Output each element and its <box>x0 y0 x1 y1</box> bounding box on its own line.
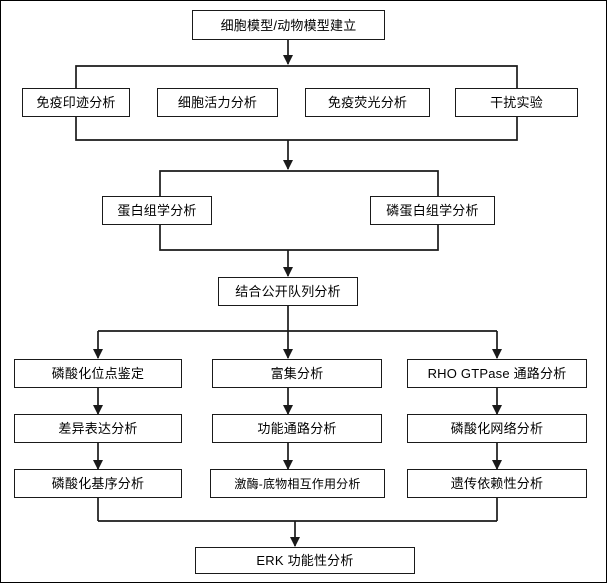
node-label: 磷酸化网络分析 <box>450 421 544 436</box>
node-label: 免疫荧光分析 <box>327 95 408 110</box>
node-proteomics[interactable]: 蛋白组学分析 <box>102 196 212 225</box>
node-genetic-dependency-analysis[interactable]: 遗传依赖性分析 <box>407 469 587 498</box>
node-label: RHO GTPase 通路分析 <box>427 366 567 381</box>
node-label: 磷酸化基序分析 <box>51 476 145 491</box>
node-label: 差异表达分析 <box>58 421 138 436</box>
node-label: 干扰实验 <box>490 95 543 110</box>
node-phospho-network-analysis[interactable]: 磷酸化网络分析 <box>407 414 587 443</box>
node-label: 免疫印迹分析 <box>36 95 116 110</box>
node-functional-pathway-analysis[interactable]: 功能通路分析 <box>212 414 382 443</box>
node-label: 细胞模型/动物模型建立 <box>220 17 357 33</box>
node-label: 遗传依赖性分析 <box>450 476 544 491</box>
node-model-establishment[interactable]: 细胞模型/动物模型建立 <box>192 10 385 40</box>
node-label: 激酶-底物相互作用分析 <box>234 476 361 491</box>
node-phospho-motif-analysis[interactable]: 磷酸化基序分析 <box>14 469 182 498</box>
node-rho-gtpase-pathway[interactable]: RHO GTPase 通路分析 <box>407 359 587 388</box>
node-label: 磷酸化位点鉴定 <box>51 366 145 381</box>
node-knockdown-experiment[interactable]: 干扰实验 <box>455 88 578 117</box>
node-label: 磷蛋白组学分析 <box>386 203 479 218</box>
node-enrichment-analysis[interactable]: 富集分析 <box>212 359 382 388</box>
bracket-assays <box>75 65 518 141</box>
node-label: 结合公开队列分析 <box>235 284 341 299</box>
node-cell-viability[interactable]: 细胞活力分析 <box>157 88 278 117</box>
node-label: 功能通路分析 <box>257 421 337 436</box>
node-kinase-substrate-interaction[interactable]: 激酶-底物相互作用分析 <box>210 469 385 498</box>
node-label: 富集分析 <box>270 366 324 381</box>
node-differential-expression[interactable]: 差异表达分析 <box>14 414 182 443</box>
node-public-cohort-analysis[interactable]: 结合公开队列分析 <box>218 277 358 306</box>
node-erk-functional-analysis[interactable]: ERK 功能性分析 <box>195 547 415 574</box>
node-phosphoproteomics[interactable]: 磷蛋白组学分析 <box>370 196 495 225</box>
node-western-blot[interactable]: 免疫印迹分析 <box>22 88 130 117</box>
node-label: 蛋白组学分析 <box>117 203 197 218</box>
node-label: ERK 功能性分析 <box>256 553 354 568</box>
node-label: 细胞活力分析 <box>177 95 258 110</box>
node-phosphosite-identification[interactable]: 磷酸化位点鉴定 <box>14 359 182 388</box>
node-immunofluorescence[interactable]: 免疫荧光分析 <box>305 88 430 117</box>
